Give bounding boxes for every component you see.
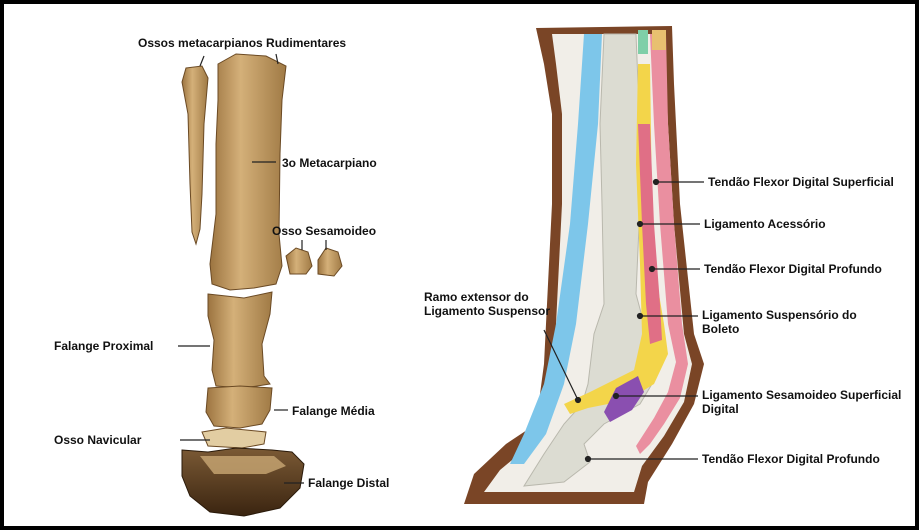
middle-phalanx-bone <box>206 386 272 428</box>
label-middle-phalanx: Falange Média <box>292 404 375 418</box>
splint-bone <box>182 66 208 244</box>
bones-group <box>182 54 342 516</box>
label-proximal-phalanx: Falange Proximal <box>54 339 153 353</box>
label-deep-flexor-upper: Tendão Flexor Digital Profundo <box>704 262 882 276</box>
third-metacarpal-bone <box>210 54 286 290</box>
label-superficial-flexor: Tendão Flexor Digital Superficial <box>708 175 894 189</box>
label-accessory-ligament: Ligamento Acessório <box>704 217 826 231</box>
sesamoid-bone-left <box>286 248 312 274</box>
sesamoid-bone-right <box>318 248 342 276</box>
label-navicular: Osso Navicular <box>54 433 141 447</box>
label-suspensory-ligament: Ligamento Suspensório do Boleto <box>702 308 872 336</box>
label-superficial-sesamoid-ligament: Ligamento Sesamoideo Superficial Digital <box>702 388 902 416</box>
label-extensor-branch: Ramo extensor do Ligamento Suspensor <box>424 290 574 318</box>
label-rudimentary-metacarpals: Ossos metacarpianos Rudimentares <box>138 36 346 50</box>
label-sesamoid: Osso Sesamoideo <box>272 224 376 238</box>
label-distal-phalanx: Falange Distal <box>308 476 389 490</box>
limb-group <box>464 26 704 504</box>
label-third-metacarpal: 3o Metacarpiano <box>282 156 377 170</box>
proximal-phalanx-bone <box>208 292 272 388</box>
label-deep-flexor-lower: Tendão Flexor Digital Profundo <box>702 452 880 466</box>
navicular-bone <box>202 428 266 448</box>
